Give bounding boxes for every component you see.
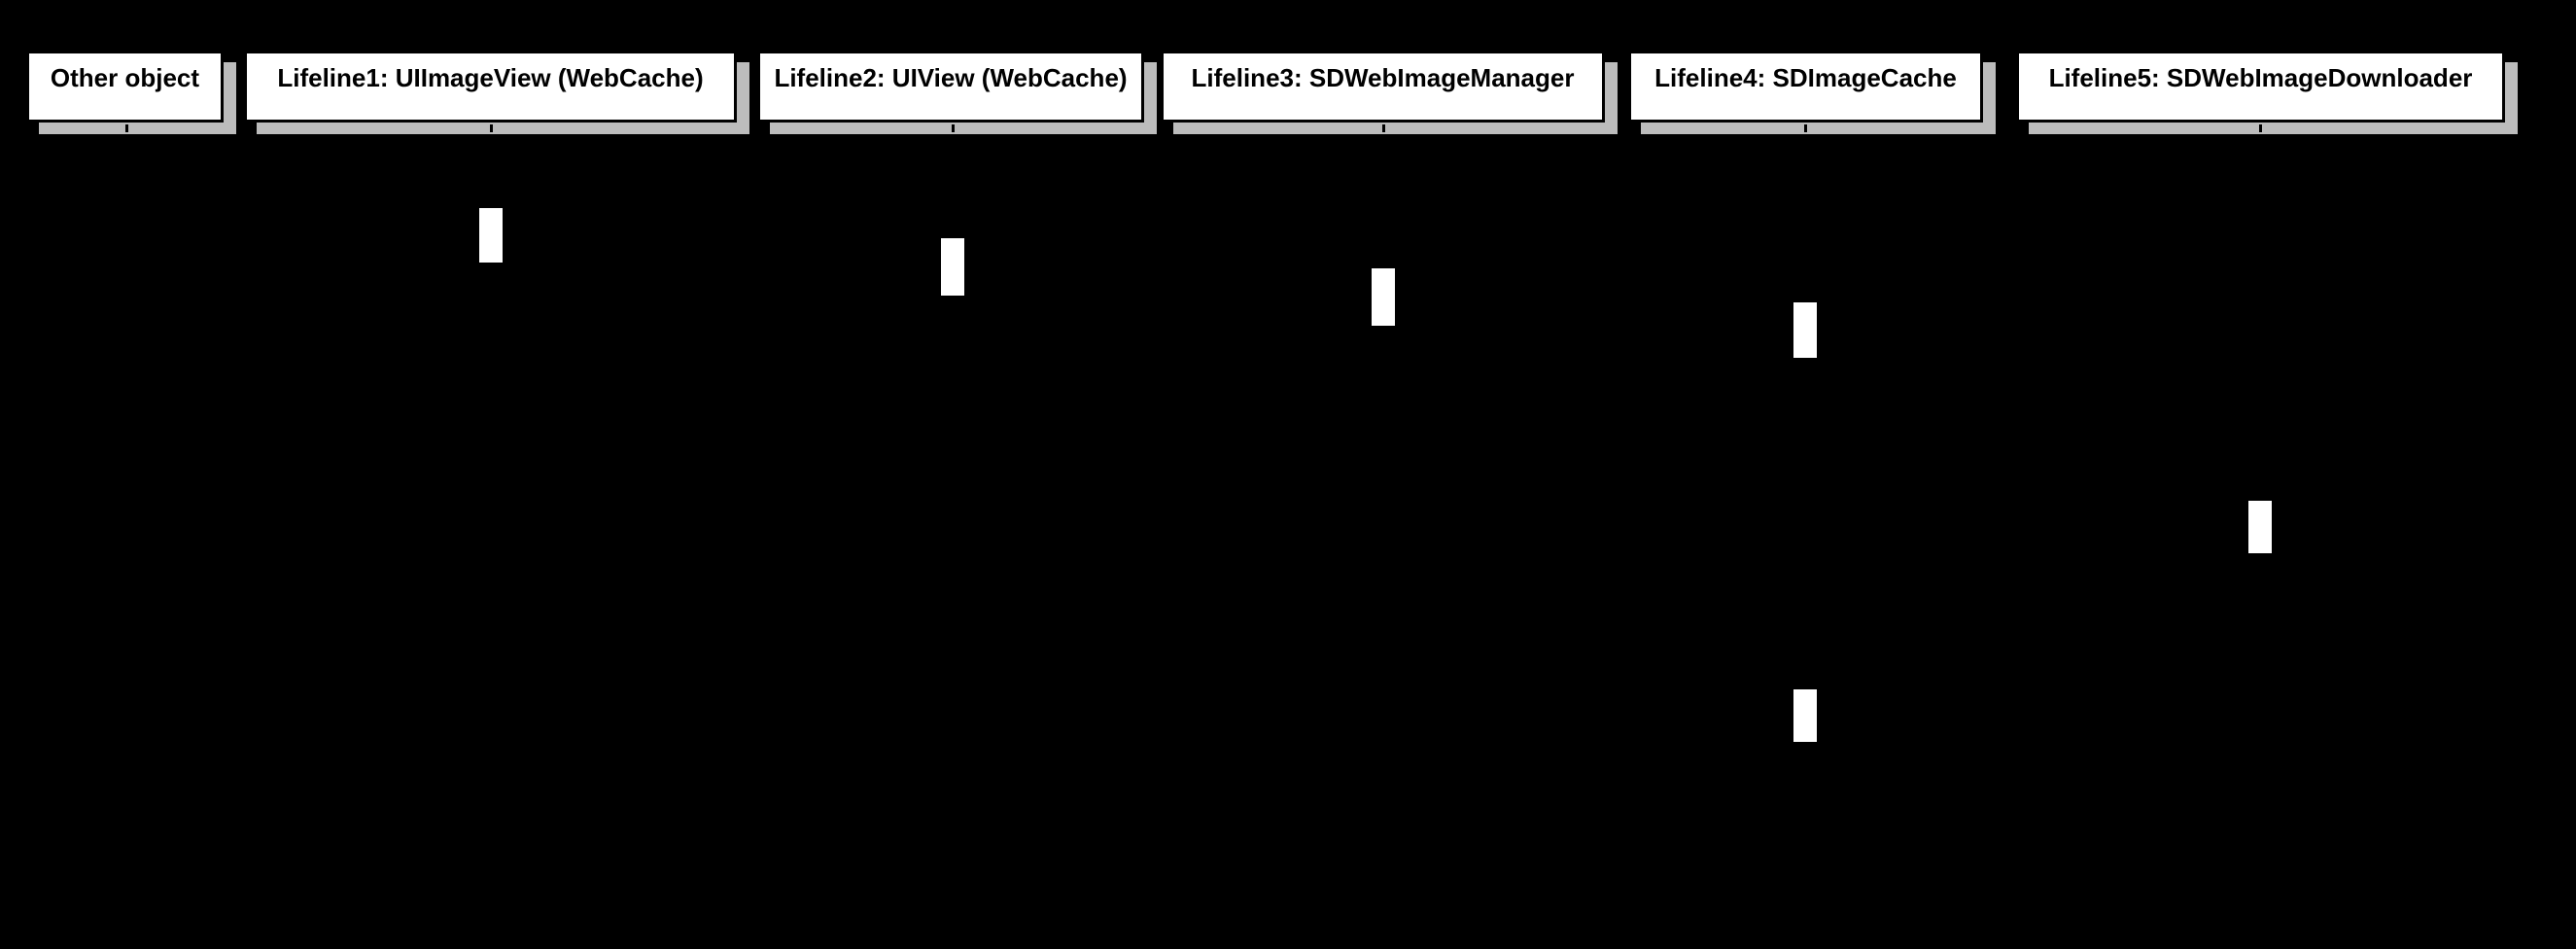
lifeline-label-1: Lifeline1: UIImageView (WebCache) (277, 63, 704, 92)
activation-bar-1 (941, 238, 964, 296)
activation-bar-5 (1793, 689, 1817, 742)
lifeline-label-0: Other object (50, 63, 200, 92)
activation-bar-0 (479, 208, 503, 263)
lifeline-dash-1 (490, 124, 493, 132)
lifeline-header-1: Lifeline1: UIImageView (WebCache) (244, 51, 737, 123)
lifeline-header-0: Other object (26, 51, 224, 123)
lifeline-dash-4 (1804, 124, 1807, 132)
lifeline-label-3: Lifeline3: SDWebImageManager (1191, 63, 1575, 92)
lifeline-dash-3 (1382, 124, 1385, 132)
lifeline-label-4: Lifeline4: SDImageCache (1654, 63, 1957, 92)
lifeline-header-2: Lifeline2: UIView (WebCache) (757, 51, 1144, 123)
activation-bar-4 (2248, 501, 2272, 553)
lifeline-dash-0 (125, 124, 128, 132)
lifeline-header-5: Lifeline5: SDWebImageDownloader (2016, 51, 2505, 123)
lifeline-label-5: Lifeline5: SDWebImageDownloader (2048, 63, 2473, 92)
activation-bar-2 (1372, 268, 1395, 326)
lifeline-dash-5 (2259, 124, 2262, 132)
lifeline-header-4: Lifeline4: SDImageCache (1628, 51, 1983, 123)
lifeline-dash-2 (952, 124, 955, 132)
activation-bar-3 (1793, 302, 1817, 358)
lifeline-header-3: Lifeline3: SDWebImageManager (1161, 51, 1605, 123)
lifeline-label-2: Lifeline2: UIView (WebCache) (774, 63, 1128, 92)
